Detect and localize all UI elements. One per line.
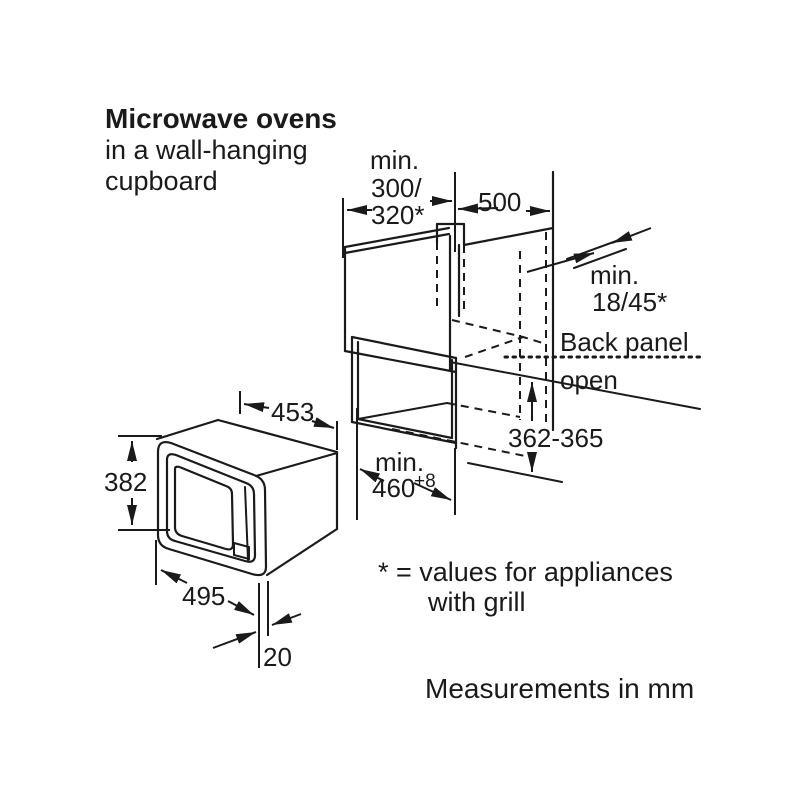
dim-mw-width-label: 453 — [271, 397, 314, 427]
dim-depth-line2: 300/ — [371, 173, 422, 203]
dim-mw-door-label: 20 — [263, 642, 292, 672]
units-note: Measurements in mm — [425, 673, 694, 704]
dim-mw-height-label: 382 — [104, 467, 147, 497]
title-block: Microwave ovens in a wall-hanging cupboa… — [105, 103, 337, 196]
cupboard-drawing — [343, 170, 702, 483]
page-title: Microwave ovens — [105, 103, 337, 134]
footnote-line1: * = values for appliances — [378, 557, 673, 587]
footnote-line2: with grill — [427, 587, 526, 617]
back-panel-note-line1: Back panel — [560, 327, 689, 357]
dim-back-gap-line2: 18/45* — [592, 287, 667, 317]
dim-depth-line1: min. — [370, 145, 419, 175]
dim-depth-line3: 320* — [371, 200, 425, 230]
dim-back-gap-line1: min. — [590, 260, 639, 290]
dim-mw-depth-label: 495 — [182, 581, 225, 611]
dim-niche-width-line1: min. — [375, 447, 424, 477]
dim-width-label: 500 — [478, 187, 521, 217]
page-subtitle-line1: in a wall-hanging — [105, 135, 308, 165]
dim-niche-width-sup: +8 — [414, 471, 436, 492]
page-subtitle-line2: cupboard — [105, 166, 218, 196]
dim-niche-height-label: 362-365 — [508, 423, 603, 453]
microwave-dimensions: 453 382 495 20 — [104, 391, 338, 672]
back-panel-note-line2: open — [560, 365, 618, 395]
footnote-block: * = values for appliances with grill — [378, 557, 673, 617]
dim-niche-width-value: 460 — [372, 473, 415, 503]
microwave-drawing — [155, 418, 339, 577]
cupboard-dimensions: min. 300/ 320* 500 min. 18/45* Back pane… — [342, 145, 689, 520]
